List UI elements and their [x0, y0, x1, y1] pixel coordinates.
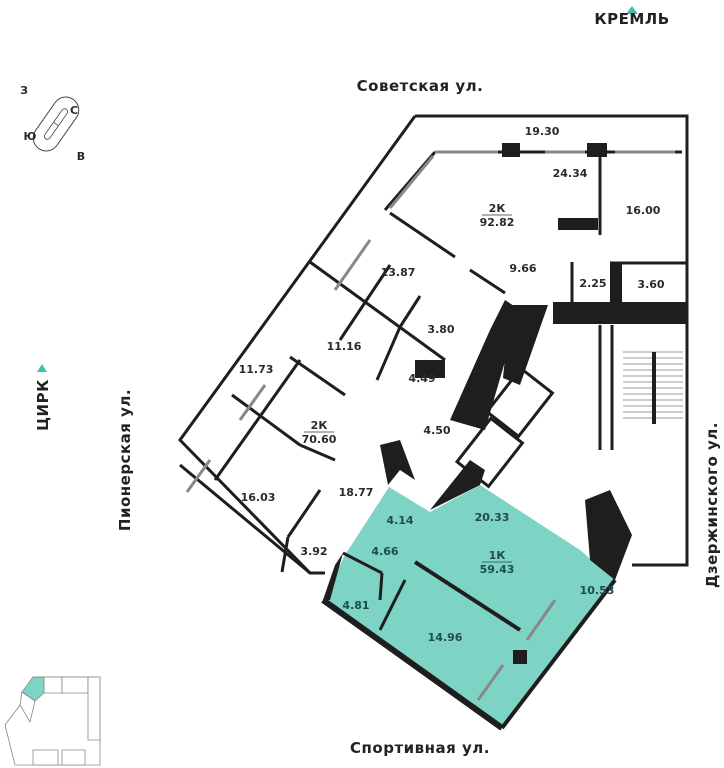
- room-area: 9.66: [509, 262, 536, 275]
- street-north: Советская ул.: [357, 77, 484, 95]
- key-plan-highlight: [21, 676, 45, 702]
- staircase: [623, 351, 683, 424]
- room-area: 4.14: [386, 514, 413, 527]
- room-area: 11.73: [239, 363, 274, 376]
- room-area: 16.00: [626, 204, 661, 217]
- apartment-1k-highlight[interactable]: [323, 485, 615, 728]
- room-area: 10.53: [580, 584, 615, 597]
- room-area: 4.49: [408, 372, 435, 385]
- room-area: 4.81: [342, 599, 369, 612]
- apartment-area: 59.43: [480, 563, 515, 576]
- apartment-type: 1К: [489, 549, 506, 562]
- landmark-circus: ЦИРК: [34, 379, 52, 431]
- compass-north: С: [70, 104, 78, 117]
- key-plan: [4, 676, 101, 766]
- room-area: 14.96: [428, 631, 463, 644]
- apartment-type: 2К: [311, 419, 328, 432]
- room-area: 13.87: [381, 266, 416, 279]
- room-area: 20.33: [475, 511, 510, 524]
- room-area: 18.77: [339, 486, 374, 499]
- compass-icon: [32, 96, 80, 152]
- room-area: 3.60: [637, 278, 664, 291]
- windows: [185, 150, 675, 701]
- room-area: 24.34: [553, 167, 588, 180]
- street-east: Дзержинского ул.: [703, 422, 721, 588]
- room-area: 11.16: [327, 340, 362, 353]
- apartment-type: 2К: [489, 202, 506, 215]
- building-outline: [178, 114, 689, 731]
- room-area: 4.50: [423, 424, 450, 437]
- kremlin-marker-icon: [626, 6, 638, 14]
- compass-west: З: [20, 84, 28, 97]
- compass-south: Ю: [24, 130, 37, 143]
- room-area: 4.66: [371, 545, 398, 558]
- street-south: Спортивная ул.: [350, 739, 490, 757]
- compass-east: В: [77, 150, 85, 163]
- room-area: 16.03: [241, 491, 276, 504]
- room-area: 2.25: [579, 277, 606, 290]
- room-area: 3.80: [427, 323, 454, 336]
- apartment-area: 70.60: [302, 433, 337, 446]
- room-area: 3.92: [300, 545, 327, 558]
- structural-blocks: [323, 143, 687, 664]
- circus-marker-icon: [37, 364, 47, 372]
- room-area: 19.30: [525, 125, 560, 138]
- street-west: Пионерская ул.: [116, 389, 134, 531]
- apartment-area: 92.82: [480, 216, 515, 229]
- landmark-kremlin: КРЕМЛЬ: [594, 10, 669, 28]
